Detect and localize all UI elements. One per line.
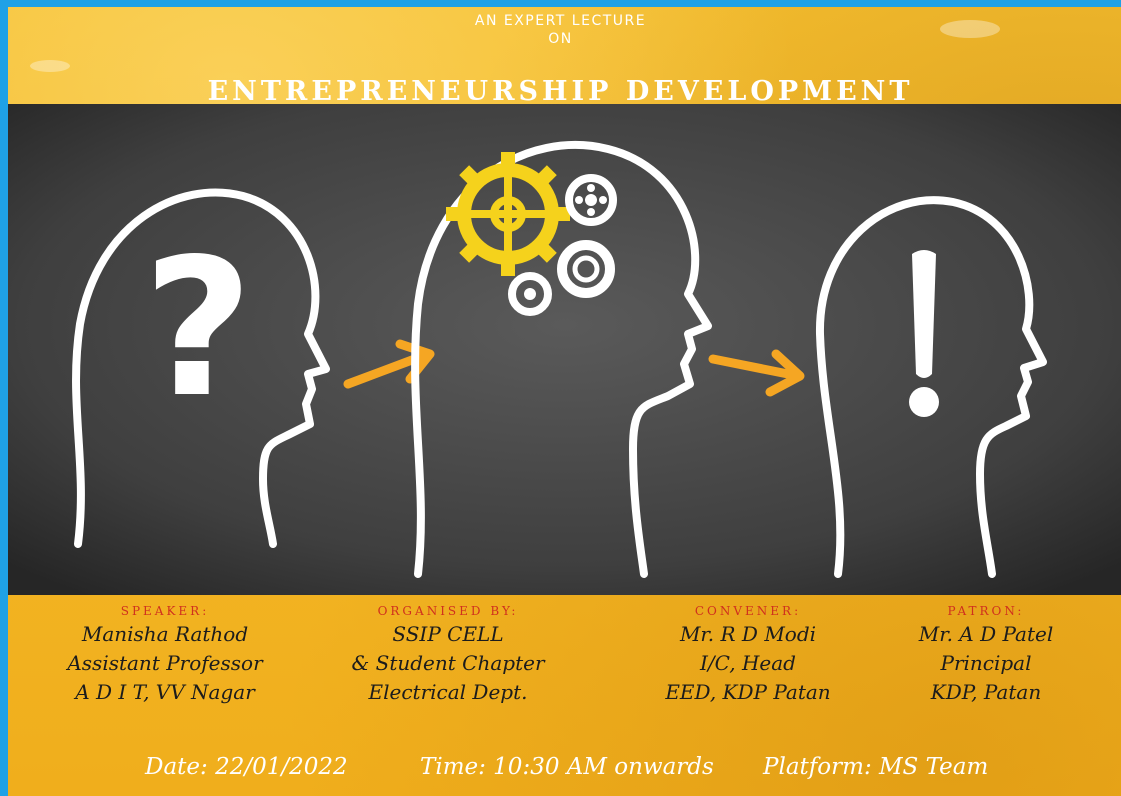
chalkboard-illustration: ? xyxy=(8,104,1121,595)
left-border xyxy=(0,0,8,796)
question-mark-icon: ? xyxy=(143,218,253,439)
poster-title: ENTREPRENEURSHIP DEVELOPMENT xyxy=(207,76,914,107)
white-gear-icon xyxy=(508,272,552,316)
header-line-2: ON xyxy=(548,31,573,47)
credit-line: Mr. A D Patel xyxy=(918,622,1054,646)
arrow-2-icon xyxy=(708,349,805,397)
top-border xyxy=(0,0,1121,7)
credit-patron: PATRON: Mr. A D Patel Principal KDP, Pat… xyxy=(866,602,1106,707)
event-platform: Platform: MS Team xyxy=(763,754,989,780)
head-outline xyxy=(411,141,712,578)
credit-role: PATRON: xyxy=(947,604,1025,618)
yellow-gear-icon xyxy=(446,152,570,276)
event-details: Date: 22/01/2022 Time: 10:30 AM onwards … xyxy=(8,748,1121,788)
credit-line: & Student Chapter xyxy=(351,651,545,675)
event-time: Time: 10:30 AM onwards xyxy=(420,754,714,780)
header-line-1: AN EXPERT LECTURE xyxy=(474,13,647,29)
paper-scuff xyxy=(940,20,1000,38)
head-outline xyxy=(815,196,1047,578)
credit-role: ORGANISED BY: xyxy=(377,604,519,618)
credit-speaker: SPEAKER: Manisha Rathod Assistant Profes… xyxy=(45,602,285,707)
white-gear-icon xyxy=(565,174,617,226)
white-gear-icon xyxy=(557,240,615,298)
head-question: ? xyxy=(72,188,330,548)
credit-line: Principal xyxy=(940,651,1032,675)
event-date: Date: 22/01/2022 xyxy=(145,754,348,780)
credit-line: EED, KDP Patan xyxy=(665,680,831,704)
credit-line: KDP, Patan xyxy=(930,680,1042,704)
board-background xyxy=(8,104,1121,595)
credit-line: SSIP CELL xyxy=(392,622,504,646)
illustration-svg: ? xyxy=(8,104,1121,595)
exclamation-mark-icon xyxy=(909,250,939,417)
credit-line: Electrical Dept. xyxy=(368,680,528,704)
credit-organiser: ORGANISED BY: SSIP CELL & Student Chapte… xyxy=(328,602,568,707)
credit-line: Mr. R D Modi xyxy=(679,622,817,646)
credit-role: SPEAKER: xyxy=(120,604,210,618)
head-exclamation xyxy=(815,196,1047,578)
credit-line: Assistant Professor xyxy=(67,651,263,675)
credit-line: I/C, Head xyxy=(700,651,796,675)
paper-scuff xyxy=(30,60,70,72)
credits-section: SPEAKER: Manisha Rathod Assistant Profes… xyxy=(8,602,1121,722)
credit-convener: CONVENER: Mr. R D Modi I/C, Head EED, KD… xyxy=(628,602,868,707)
credit-line: A D I T, VV Nagar xyxy=(75,680,255,704)
head-gears xyxy=(411,141,712,578)
credit-role: CONVENER: xyxy=(694,604,802,618)
head-outline xyxy=(72,188,330,548)
credit-line: Manisha Rathod xyxy=(81,622,249,646)
